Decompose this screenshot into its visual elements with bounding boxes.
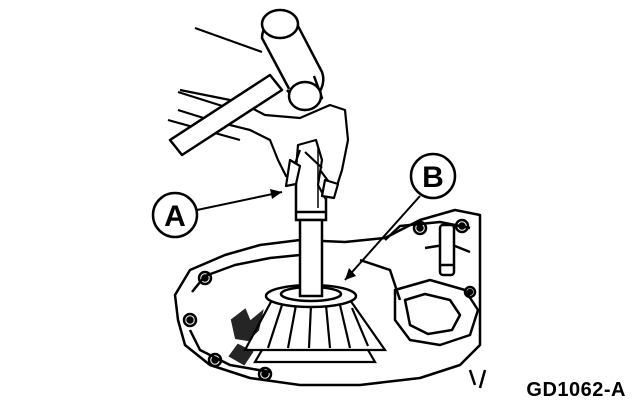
- callout-a: A: [151, 189, 283, 239]
- hand: [177, 88, 350, 200]
- hammer: [168, 8, 325, 157]
- callout-b: B: [344, 152, 457, 281]
- callout-b-label: B: [422, 161, 444, 194]
- callout-a-label: A: [164, 200, 186, 233]
- bearing-cone: [228, 298, 388, 366]
- figure-code: GD1062-A: [526, 379, 626, 401]
